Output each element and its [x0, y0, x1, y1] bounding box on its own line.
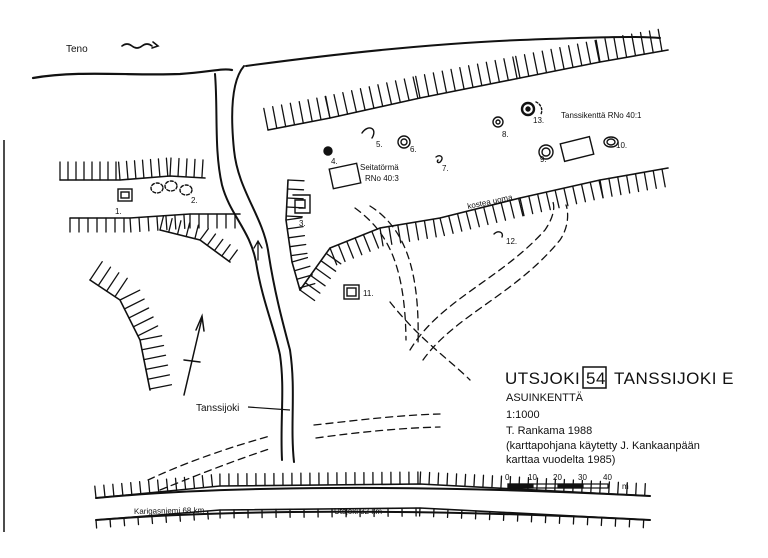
slope-hachure-west [69, 213, 241, 233]
terrace-hachure-west [59, 157, 206, 181]
flow-arrow-icon [121, 43, 153, 49]
municipality-title: UTSJOKI [505, 369, 580, 388]
road-right-label: Utsjoki 32 km [334, 507, 382, 516]
basemap-note-line1: (karttapohjana käytetty J. Kankaanpään [506, 440, 700, 452]
road-left-label: Karigasniemi 68 km [134, 506, 205, 516]
north-arrow-icon [183, 317, 203, 396]
site-type: ASUINKENTTÄ [506, 392, 584, 404]
scale-bar [507, 483, 609, 489]
feature-label-3: 3. [299, 219, 306, 228]
scale-unit: m [622, 482, 629, 491]
map-author: T. Rankama 1988 [506, 425, 592, 437]
feature-numbers: 1. 2. 3. 4. 5. 6. 7. 8. 9. 10. 11. 12. 1… [115, 116, 627, 298]
feature-label-1: 1. [115, 207, 122, 216]
feature-label-5: 5. [376, 140, 383, 149]
slope-hachure-plateau [285, 179, 316, 291]
tanssikentta-label: Tanssikenttä RNo 40:1 [561, 111, 642, 120]
tanssijoki-label: Tanssijoki [196, 403, 239, 414]
basemap-note-line2: karttaa vuodelta 1985) [506, 454, 615, 466]
feature-label-7: 7. [442, 164, 449, 173]
feature-label-10: 10. [616, 141, 627, 150]
title-block: UTSJOKI 54 TANSSIJOKI E ASUINKENTTÄ 1:10… [505, 366, 734, 491]
scale-bar-ticks: 0 10 20 30 40 m [505, 473, 629, 491]
site-number-title: 54 [586, 369, 606, 388]
moist-channel-label: kostea uoma [467, 193, 514, 211]
slope-hachure-southwest-inner [159, 215, 238, 263]
feature-label-6: 6. [410, 145, 417, 154]
tanssijoki-river-east-bank [231, 65, 295, 463]
scale-tick-40: 40 [603, 473, 612, 482]
scale-tick-30: 30 [578, 473, 587, 482]
tanssijoki-river-west-bank [214, 73, 284, 461]
seitatorma-rno-label: RNo 40:3 [365, 174, 399, 183]
teno-label: Teno [66, 44, 88, 55]
slope-hachure-central [299, 167, 669, 302]
teno-river-bank [31, 68, 234, 80]
feature-label-13: 13. [533, 116, 544, 125]
seitatorma-label: Seitatörmä [360, 163, 399, 172]
road-hachure-south [95, 507, 651, 529]
feature-label-8: 8. [502, 130, 509, 139]
slope-hachure-southwest [89, 261, 173, 391]
feature-label-11: 11. [363, 289, 374, 298]
feature-label-2: 2. [191, 196, 198, 205]
feature-label-12: 12. [506, 237, 517, 246]
road-hachure [94, 471, 651, 499]
scale-tick-0: 0 [505, 473, 510, 482]
map-scale: 1:1000 [506, 409, 540, 421]
teno-river-bank-east [245, 35, 661, 67]
scale-tick-20: 20 [553, 473, 562, 482]
scale-tick-10: 10 [528, 473, 537, 482]
feature-label-9: 9. [540, 155, 547, 164]
site-name-title: TANSSIJOKI E [614, 369, 734, 388]
terrace-hachure-north [263, 28, 669, 131]
feature-symbols [117, 101, 619, 300]
feature-label-4: 4. [331, 157, 338, 166]
